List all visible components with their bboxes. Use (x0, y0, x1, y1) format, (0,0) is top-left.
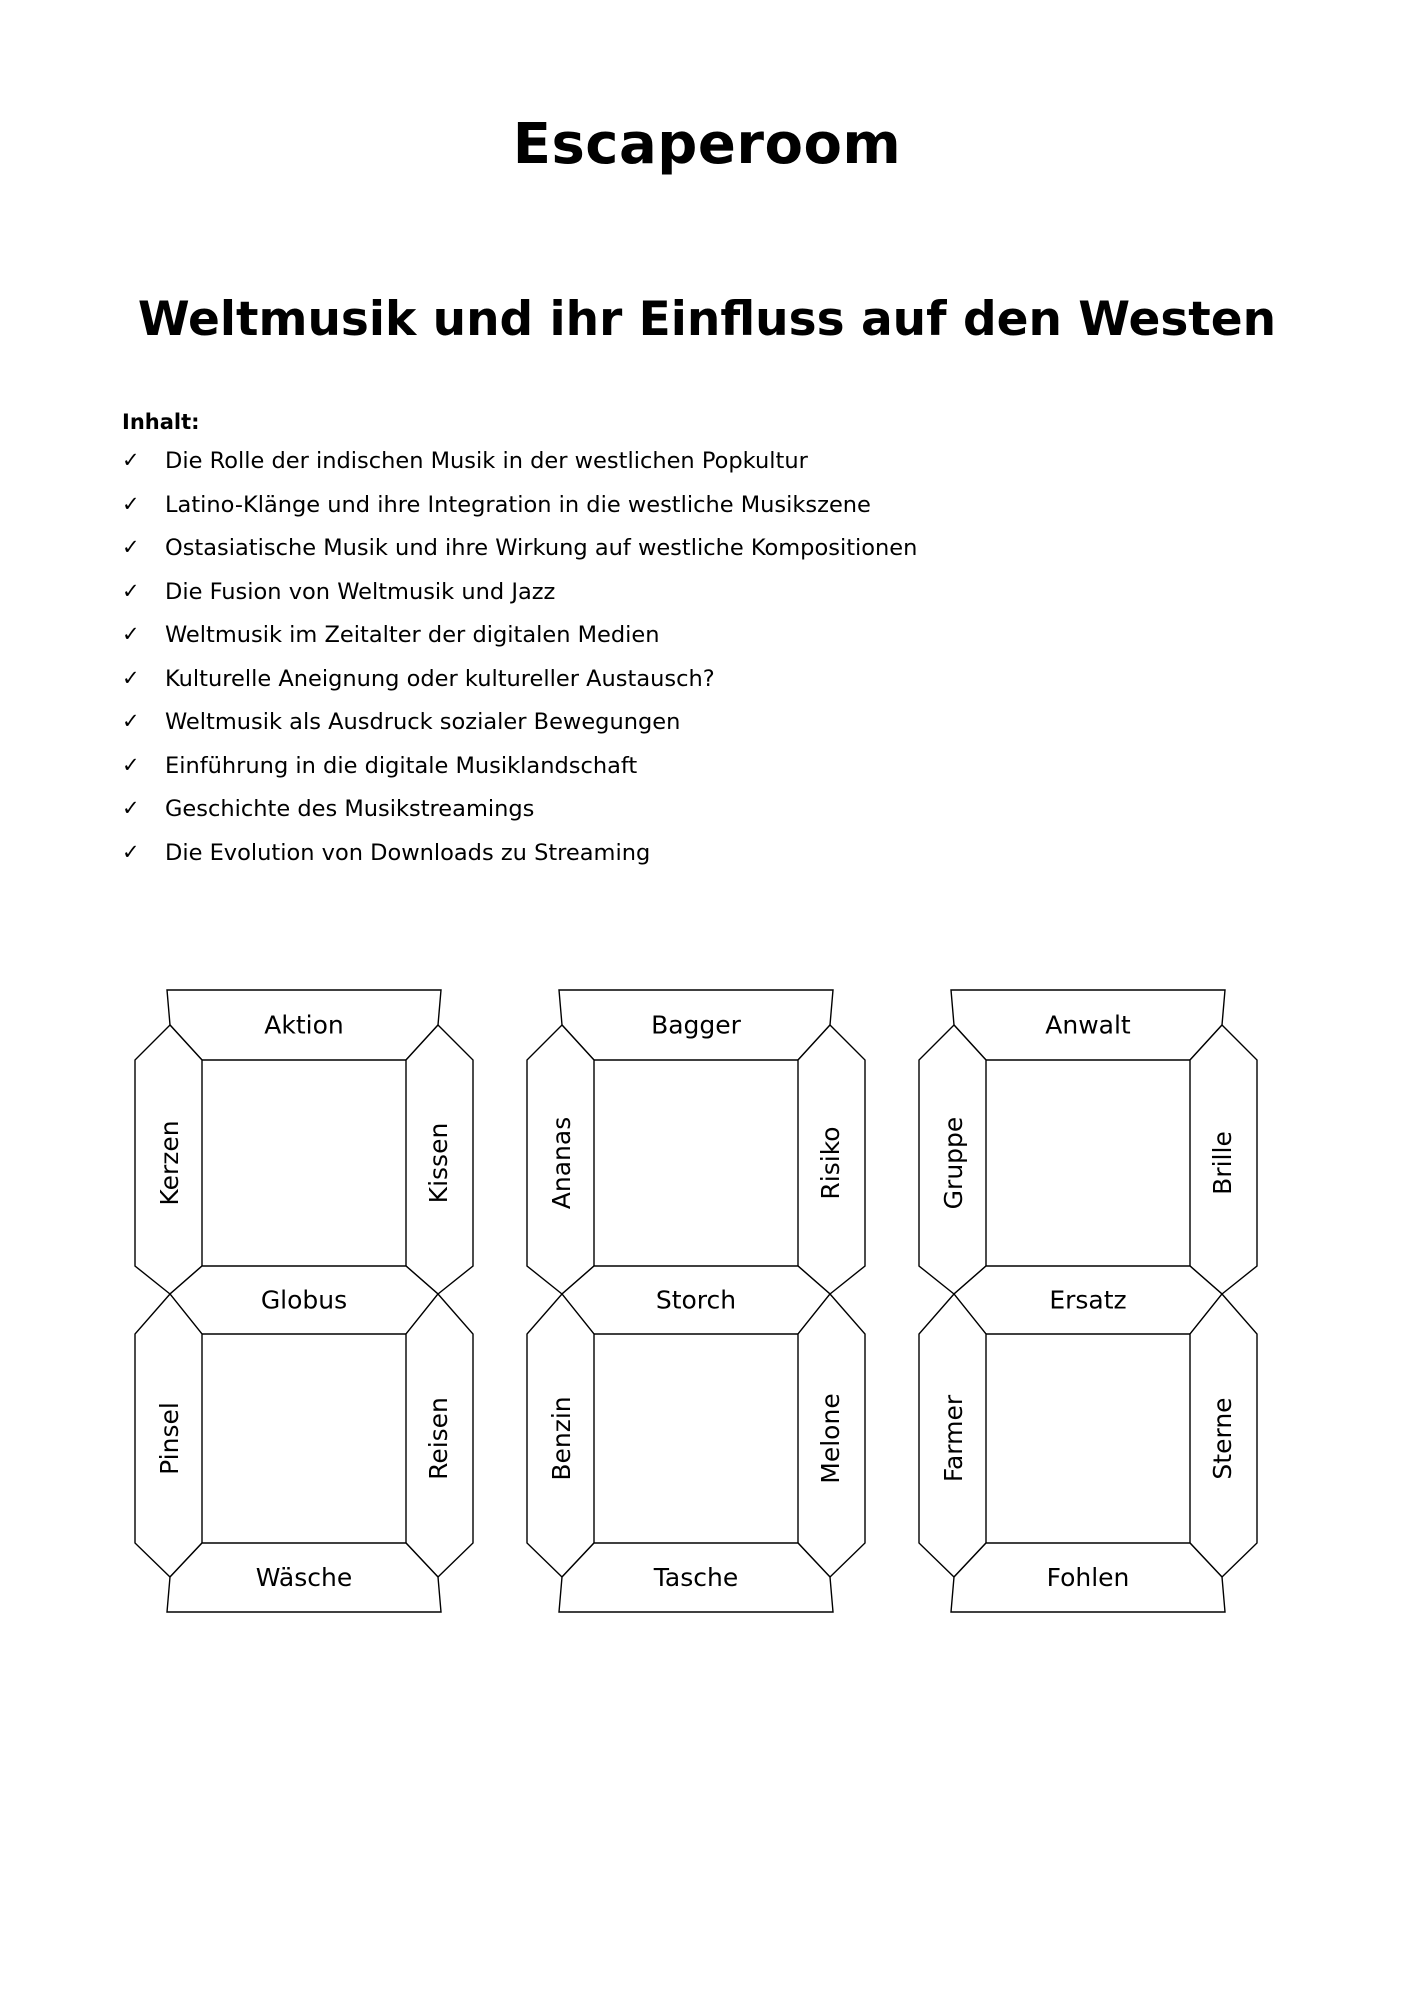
segment-label-upper-right: Risiko (816, 1126, 845, 1199)
list-item: ✓ Geschichte des Musikstreamings (122, 796, 1222, 840)
contents-list: ✓ Die Rolle der indischen Musik in der we… (122, 448, 1222, 883)
segment-label-upper-left: Ananas (547, 1117, 576, 1209)
list-item-text: Kulturelle Aneignung oder kultureller Au… (165, 665, 715, 692)
list-item: ✓ Einführung in die digitale Musiklandsch… (122, 753, 1222, 797)
check-icon: ✓ (122, 622, 140, 646)
page-subtitle: Weltmusik und ihr Einfluss auf den Weste… (137, 292, 1277, 347)
segment-label-middle: Ersatz (1049, 1286, 1126, 1315)
segment-label-lower-left: Pinsel (155, 1402, 184, 1475)
segment-bottom (950, 1542, 1226, 1613)
list-item: ✓ Kulturelle Aneignung oder kultureller A… (122, 666, 1222, 710)
list-item-text: Weltmusik im Zeitalter der digitalen Med… (165, 622, 660, 648)
segment-label-bottom: Wäsche (256, 1563, 352, 1592)
segment-label-lower-left: Farmer (939, 1394, 968, 1482)
list-item-text: Latino-Klänge und ihre Integration in di… (165, 491, 871, 518)
list-item: ✓ Die Fusion von Weltmusik und Jazz (122, 579, 1222, 623)
check-icon: ✓ (122, 535, 140, 559)
segment-label-lower-left: Benzin (547, 1396, 576, 1480)
page-title: Escaperoom (512, 112, 902, 177)
segment-bottom (558, 1542, 834, 1613)
segment-label-top: Aktion (264, 1011, 343, 1040)
segment-label-upper-right: Kissen (424, 1123, 453, 1204)
list-item: ✓ Ostasiatische Musik und ihre Wirkung au… (122, 535, 1222, 579)
segment-label-upper-left: Gruppe (939, 1117, 968, 1210)
segment-label-top: Bagger (651, 1011, 742, 1040)
check-icon: ✓ (122, 709, 140, 733)
check-icon: ✓ (122, 796, 140, 820)
list-item: ✓ Die Evolution von Downloads zu Streamin… (122, 840, 1222, 884)
check-icon: ✓ (122, 491, 140, 516)
list-item-text: Die Rolle der indischen Musik in der wes… (165, 448, 808, 474)
list-item-text: Geschichte des Musikstreamings (165, 796, 535, 822)
segment-label-lower-right: Sterne (1208, 1397, 1237, 1479)
check-icon: ✓ (122, 839, 140, 864)
list-item-text: Die Evolution von Downloads zu Streaming (165, 839, 651, 866)
segment-bottom (166, 1542, 442, 1613)
list-item-text: Die Fusion von Weltmusik und Jazz (165, 578, 556, 605)
list-item: ✓ Weltmusik im Zeitalter der digitalen Me… (122, 622, 1222, 666)
list-item: ✓ Weltmusik als Ausdruck sozialer Bewegun… (122, 709, 1222, 753)
contents-label: Inhalt: (122, 410, 200, 434)
check-icon: ✓ (122, 578, 140, 603)
segment-label-upper-right: Brille (1208, 1131, 1237, 1195)
list-item-text: Weltmusik als Ausdruck sozialer Bewegung… (165, 709, 681, 735)
check-icon: ✓ (122, 752, 140, 777)
segment-label-bottom: Fohlen (1047, 1563, 1130, 1592)
segment-label-top: Anwalt (1045, 1011, 1131, 1040)
check-icon: ✓ (122, 665, 140, 690)
list-item-text: Einführung in die digitale Musiklandscha… (165, 752, 638, 779)
list-item: ✓ Die Rolle der indischen Musik in der we… (122, 448, 1222, 492)
check-icon: ✓ (122, 448, 140, 472)
list-item: ✓ Latino-Klänge und ihre Integration in d… (122, 492, 1222, 536)
segment-label-lower-right: Melone (816, 1393, 845, 1483)
segment-label-bottom: Tasche (653, 1563, 738, 1592)
segment-label-lower-right: Reisen (424, 1397, 453, 1480)
segment-label-middle: Storch (656, 1286, 736, 1315)
list-item-text: Ostasiatische Musik und ihre Wirkung auf… (165, 535, 918, 561)
segment-label-middle: Globus (261, 1286, 347, 1315)
segment-label-upper-left: Kerzen (155, 1120, 184, 1205)
